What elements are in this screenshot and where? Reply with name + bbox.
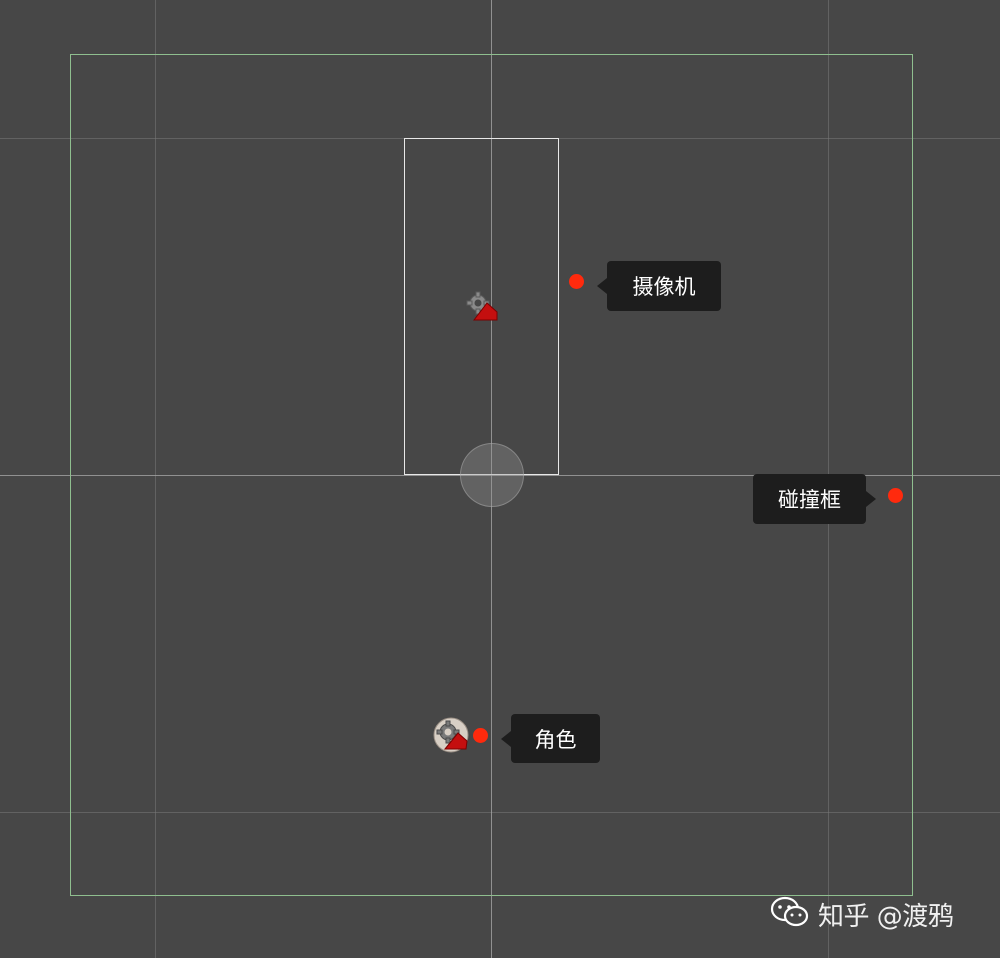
camera-origin-circle[interactable]: [460, 443, 524, 507]
collision-box-marker-dot: [888, 488, 903, 503]
character-gizmo-icon[interactable]: [433, 717, 469, 753]
character-label: 角色: [534, 727, 577, 752]
camera-callout: 摄像机: [597, 261, 721, 311]
camera-label: 摄像机: [632, 275, 696, 299]
grid-line-vertical: [155, 0, 156, 958]
collision-box-label: 碰撞框: [778, 488, 841, 512]
callout-pointer: [597, 278, 607, 294]
grid-line-horizontal: [0, 812, 1000, 813]
camera-gizmo-icon[interactable]: [465, 290, 499, 322]
collision-box-callout: 碰撞框: [753, 474, 876, 524]
camera-marker-dot: [569, 274, 584, 289]
callout-pointer: [501, 730, 511, 747]
watermark: 知乎 @渡鸦: [770, 894, 980, 934]
character-callout: 角色: [501, 714, 600, 763]
callout-pointer: [866, 491, 876, 507]
wechat-icon: [770, 896, 810, 932]
watermark-text: 知乎 @渡鸦: [818, 901, 954, 932]
character-marker-dot: [473, 728, 488, 743]
collision-box-outline[interactable]: [70, 54, 913, 896]
